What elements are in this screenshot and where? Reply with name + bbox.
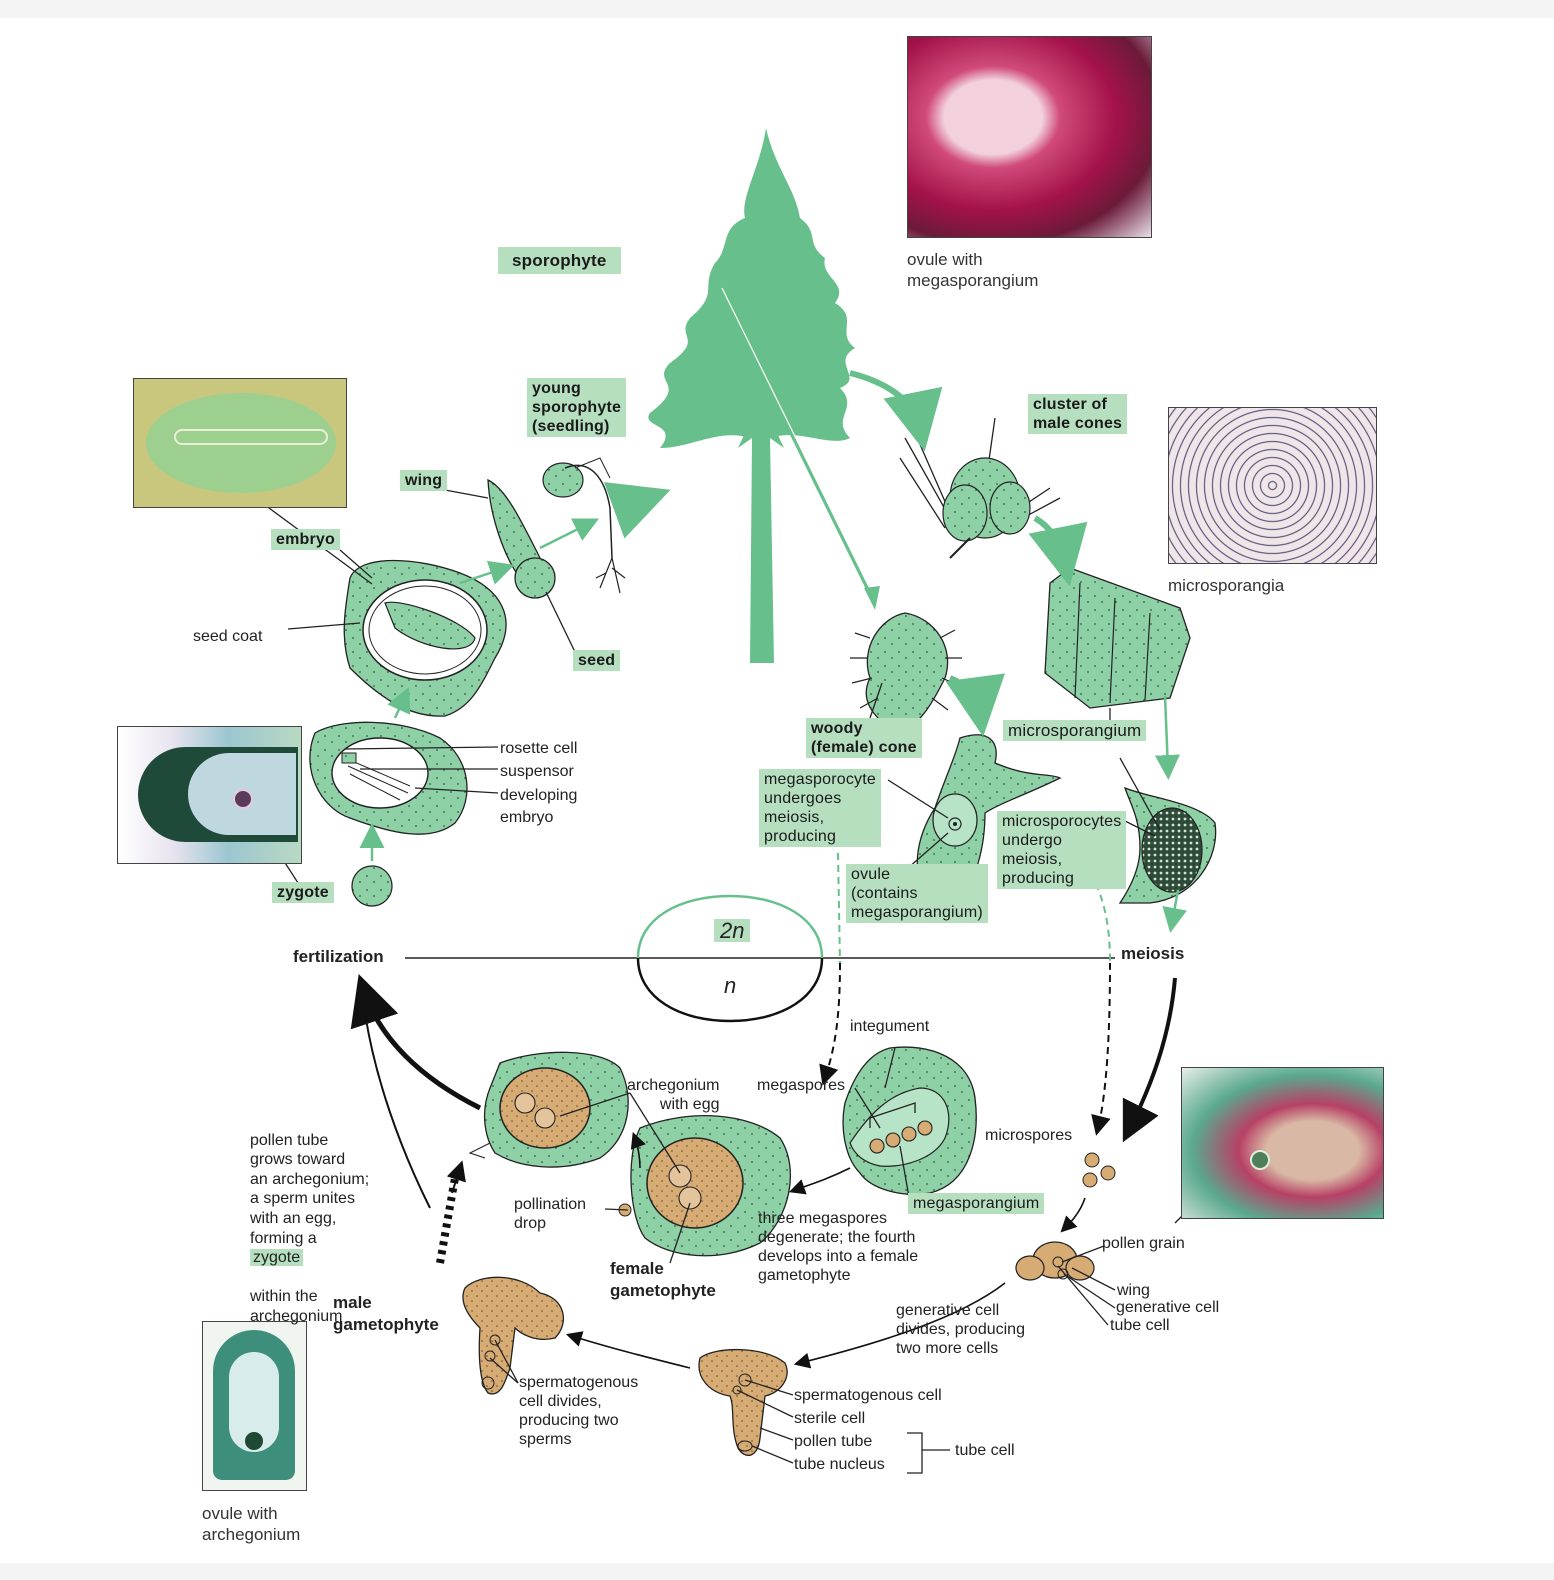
caption-microsporangia: microsporangia — [1168, 576, 1285, 595]
label-tube-cell-bracket: tube cell — [955, 1442, 1015, 1459]
label-three-megaspores: three megaspores degenerate; the fourth … — [758, 1210, 919, 1284]
seed-section-illustration — [343, 559, 507, 717]
label-sterile-cell: sterile cell — [794, 1410, 866, 1427]
label-tube-cell-pollen: tube cell — [1110, 1317, 1170, 1334]
black-arrows — [350, 974, 1177, 1369]
label-megaspores: megaspores — [757, 1077, 846, 1094]
label-woody-cone: woody (female) cone — [806, 718, 922, 758]
meiosis-dashed-lines — [819, 852, 1111, 1136]
label-pollination-drop: pollination drop — [514, 1196, 587, 1232]
label-generative-cell: generative cell — [1116, 1299, 1220, 1316]
label-seed-coat: seed coat — [193, 628, 263, 645]
label-pollen-tube: pollen tube — [794, 1433, 873, 1450]
male-cone-closeup-illustration — [1044, 567, 1191, 709]
label-meiosis: meiosis — [1121, 944, 1185, 963]
label-spermatogenous-divides: spermatogenous cell divides, producing t… — [519, 1374, 639, 1448]
pollen-tube-grows-text: pollen tube grows toward an archegonium;… — [250, 1131, 370, 1247]
winged-seed-illustration — [487, 478, 556, 599]
label-rosette-cell: rosette cell — [500, 740, 578, 757]
pine-life-cycle-figure: ovule with megasporangium microsporangia… — [0, 18, 1554, 1563]
label-cluster-male-cones: cluster of male cones — [1028, 394, 1128, 434]
label-2n: 2n — [714, 919, 751, 942]
label-male-gametophyte: male gametophyte — [333, 1293, 439, 1334]
label-sporophyte: sporophyte — [498, 247, 621, 274]
ovule-megasporangium-photo — [907, 36, 1152, 238]
ploidy-divider — [405, 894, 1115, 1023]
zygote-ovule-photo — [117, 726, 302, 864]
microsporangium-illustration — [1118, 786, 1217, 904]
caption-ovule-archegonium: ovule with archegonium — [202, 1504, 301, 1544]
ovule-scale-illustration — [916, 734, 1062, 899]
sporophyte-tree-illustration — [648, 128, 880, 663]
female-gametophyte-illustration — [468, 1051, 792, 1257]
label-developing-embryo: developing embryo — [500, 787, 578, 826]
microspores-illustration — [1082, 1152, 1116, 1188]
female-cone-illustration — [850, 612, 962, 734]
label-fertilization: fertilization — [293, 947, 384, 966]
label-tube-nucleus: tube nucleus — [794, 1456, 885, 1473]
label-wing-seed: wing — [400, 470, 448, 491]
green-arrows — [359, 370, 1187, 933]
ovule-archegonium-photo — [202, 1321, 307, 1491]
pollen-grain-photo — [1181, 1067, 1384, 1219]
label-ovule-contains: ovule (contains megasporangium) — [846, 864, 988, 923]
label-microspores: microspores — [985, 1127, 1073, 1144]
label-female-gametophyte: female gametophyte — [610, 1259, 716, 1300]
caption-ovule-megasporangium: ovule with megasporangium — [907, 250, 1039, 290]
label-microsporangium: microsporangium — [1003, 720, 1147, 741]
life-cycle-diagram — [184, 128, 1241, 1474]
label-archegonium-with-egg: archegonium with egg — [627, 1077, 720, 1113]
label-pollen-grain: pollen grain — [1102, 1235, 1185, 1252]
label-microsporocytes: microsporocytes undergo meiosis, produci… — [997, 811, 1127, 889]
germinating-pollen-illustration — [698, 1348, 788, 1457]
label-n: n — [724, 973, 737, 998]
label-suspensor: suspensor — [500, 763, 574, 780]
label-wing-pollen: wing — [1117, 1282, 1150, 1299]
label-embryo: embryo — [271, 529, 340, 550]
label-young-sporophyte: young sporophyte (seedling) — [527, 378, 627, 437]
male-gametophyte-illustration — [462, 1276, 564, 1395]
label-integument: integument — [850, 1018, 930, 1035]
megaspores-ovule-illustration — [842, 1046, 977, 1195]
male-cone-cluster-illustration — [899, 417, 1061, 559]
label-spermatogenous-cell: spermatogenous cell — [794, 1387, 942, 1404]
within-archegonium-text: within the archegonium — [250, 1288, 343, 1325]
microsporangia-photo — [1168, 407, 1377, 564]
label-megasporocyte: megasporocyte undergoes meiosis, produci… — [759, 769, 881, 847]
label-seed: seed — [573, 650, 621, 671]
developing-embryo-illustration — [309, 721, 468, 835]
label-megasporangium: megasporangium — [908, 1193, 1045, 1214]
label-zygote: zygote — [272, 882, 334, 903]
label-generative-divides: generative cell divides, producing two m… — [896, 1302, 1025, 1357]
pollen-grain-illustration — [1015, 1241, 1095, 1281]
embryo-seed-photo — [133, 378, 347, 508]
label-pollen-tube-grows: pollen tube grows toward an archegonium;… — [250, 1111, 369, 1327]
zygote-illustration — [351, 865, 393, 907]
zygote-inline-label: zygote — [250, 1249, 304, 1267]
